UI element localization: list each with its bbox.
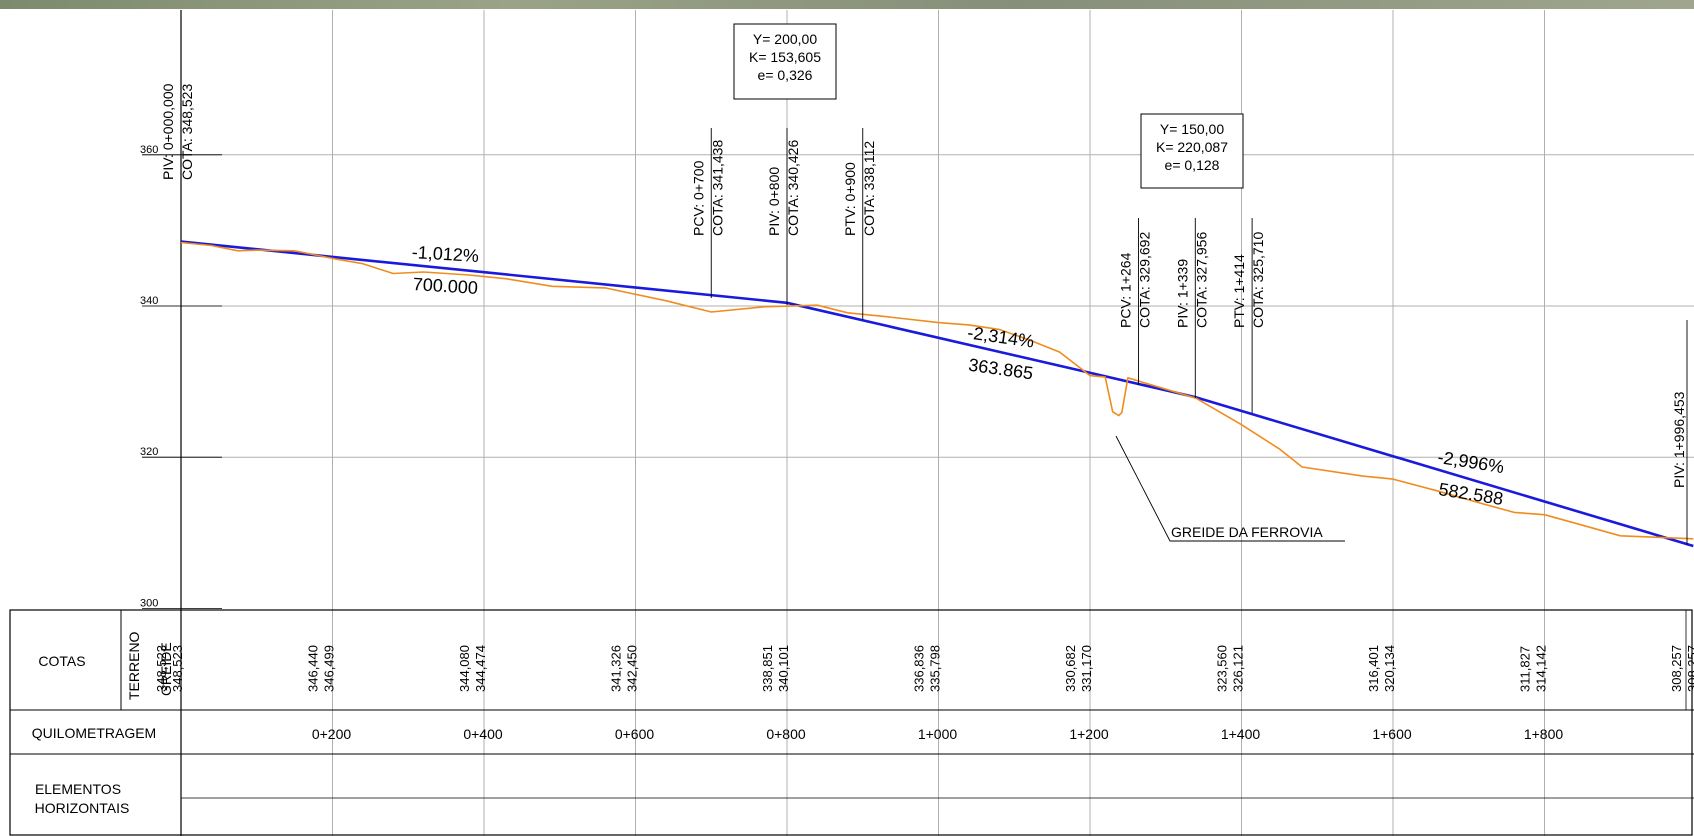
cota-terreno-value: 308,257 [1669,645,1684,692]
vertex-station-label: PCV: 1+264 [1117,252,1133,328]
station-label: 1+600 [1372,726,1412,742]
vertex-station-label: PTV: 1+414 [1231,254,1247,328]
cota-greide-value: 344,474 [473,645,488,692]
curve-box [733,23,837,100]
curve-parameter: Y= 200,00 [753,31,817,47]
cotas-header: COTAS [38,653,85,669]
grade-length: 363.865 [967,355,1034,384]
cota-terreno-value: 316,401 [1366,645,1381,692]
vertex-elevation-label: COTA: 327,956 [1193,232,1209,328]
curve-parameter: K= 220,087 [1156,139,1228,155]
cota-terreno-value: 336,836 [912,645,927,692]
greide-line [180,240,1694,548]
cota-terreno-value: 344,080 [457,645,472,692]
elementos-header: ELEMENTOS [35,781,121,797]
vertex-station-label: PIV: 1+339 [1174,259,1190,328]
elementos-header: HORIZONTAIS [35,800,130,816]
cota-greide-value: 340,101 [776,645,791,692]
curve-parameter: e= 0,128 [1165,157,1220,173]
vertex-station-label: PCV: 0+700 [690,160,706,236]
cota-greide-value: 331,170 [1079,645,1094,692]
cota-terreno-value: 346,440 [306,645,321,692]
cota-greide-value: 314,142 [1534,645,1549,692]
cota-greide-value: 342,450 [625,645,640,692]
greide-header: GREIDE [158,642,174,696]
annotation-leader [1115,435,1345,542]
y-tick-label: 300 [140,597,158,609]
vertex-elevation-label: COTA: 325,710 [1250,232,1266,328]
cota-terreno-value: 323,560 [1215,645,1230,692]
station-label: 1+200 [1069,726,1109,742]
series [180,240,1694,548]
station-label: 1+800 [1524,726,1564,742]
cota-greide-value: 348,523 [170,645,185,692]
grid: 300 320 340 360 [140,10,1694,836]
terreno-header: TERRENO [126,631,142,700]
curve-parameter: Y= 150,00 [1160,121,1224,137]
y-tick-label: 340 [140,295,158,307]
curve-parameter: K= 153,605 [749,49,821,65]
background-map-strip [0,0,1694,9]
cota-terreno-value: 311,827 [1518,646,1533,692]
y-tick-label: 320 [140,446,158,458]
vertex-elevation-label: COTA: 341,438 [709,140,725,236]
data-table: COTAS TERRENO GREIDE QUILOMETRAGEM ELEMENTOS… [9,609,1694,836]
cota-terreno-value: 348,523 [154,645,169,692]
vertex-station-label: PIV: 1+996,453 [1671,391,1687,488]
terreno-line [180,241,1694,540]
vertex-elevation-label: COTA: 340,426 [785,140,801,236]
cota-terreno-value: 341,326 [609,645,624,692]
cota-greide-value: 326,121 [1231,645,1246,692]
cota-terreno-value: 338,851 [760,645,775,692]
station-label: 1+000 [918,726,958,742]
cota-greide-value: 346,499 [322,645,337,692]
cota-greide-value: 335,798 [928,645,943,692]
vertex-station-label: PIV: 0+000,000 [160,83,176,180]
cota-terreno-value: 330,682 [1063,645,1078,692]
cota-greide-value: 320,134 [1382,645,1397,692]
annotation-label: GREIDE DA FERROVIA [1171,524,1323,540]
grade-length: 582.588 [1437,479,1504,509]
cota-greide-value: 308,257 [1685,645,1694,692]
curve-box [1140,113,1244,189]
y-tick-label: 360 [140,144,158,156]
station-label: 0+800 [766,726,806,742]
station-label: 0+200 [312,726,352,742]
vertex-elevation-label: COTA: 348,523 [179,84,195,180]
table-frame [9,609,1693,836]
vertex-elevation-label: COTA: 338,112 [861,141,877,236]
quilometragem-header: QUILOMETRAGEM [32,725,156,741]
vertex-elevation-label: COTA: 329,692 [1136,232,1152,328]
station-label: 0+400 [463,726,503,742]
vertex-station-label: PTV: 0+900 [842,162,858,236]
curve-parameter: e= 0,326 [758,67,813,83]
grade-percent: -1,012% [411,242,479,266]
station-label: 0+600 [615,726,655,742]
station-label: 1+400 [1221,726,1261,742]
vertex-station-label: PIV: 0+800 [766,167,782,236]
grade-length: 700.000 [412,274,478,298]
